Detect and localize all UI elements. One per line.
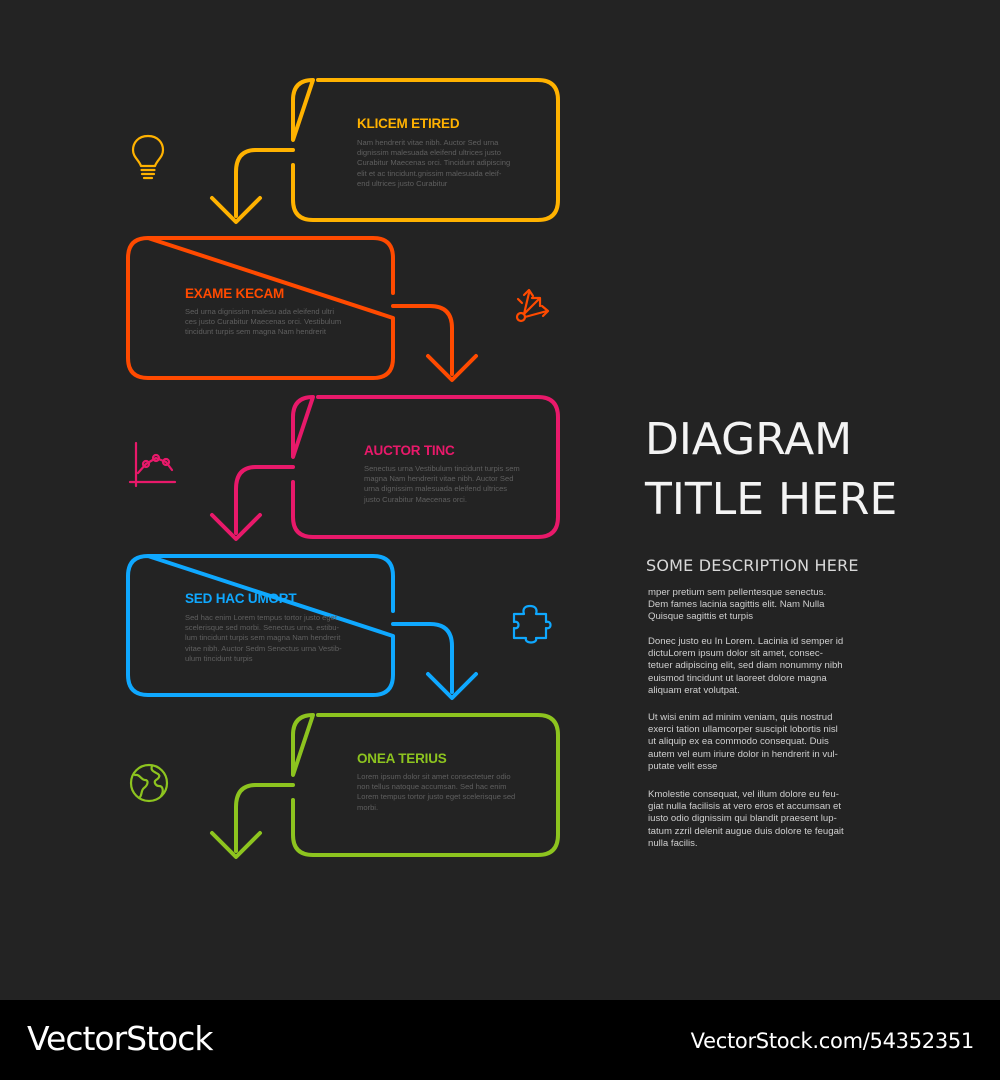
description-paragraph-2: Donec justo eu In Lorem. Lacinia id semp… [648, 636, 844, 696]
step-2-box [126, 236, 395, 380]
step-5-title: ONEA TERIUS [357, 751, 447, 766]
globe-icon [129, 763, 169, 803]
description-heading: SOME DESCRIPTION HERE [646, 556, 859, 575]
step-4-title: SED HAC UMORT [185, 591, 297, 606]
step-5-body: Lorem ipsum dolor sit amet consectetuer … [357, 772, 516, 812]
footer-bar: VectorStock VectorStock.com/54352351 [0, 1000, 1000, 1080]
step-5-box [291, 713, 560, 857]
step-3-shape [210, 395, 560, 541]
step-3-title: AUCTOR TINC [364, 443, 455, 458]
branching-arrows-icon [515, 288, 550, 323]
step-4-box [126, 554, 395, 697]
step-1-box [291, 78, 560, 222]
step-3-body: Senectus urna Vestibulum tincidunt turpi… [364, 464, 520, 504]
step-2-arrowhead [426, 354, 478, 382]
description-paragraph-1: mper pretium sem pellentesque senectus. … [648, 587, 827, 623]
diagram-canvas: KLICEM ETIRED Nam hendrerit vitae nibh. … [126, 78, 975, 859]
step-4-body: Sed hac enim Lorem tempus tortor justo e… [185, 613, 342, 663]
step-3-box [291, 395, 560, 539]
step-1-body: Nam hendrerit vitae nibh. Auctor Sed urn… [357, 138, 511, 188]
step-5-shape [210, 713, 560, 859]
step-4-arrowhead [426, 672, 478, 700]
lightbulb-icon [131, 134, 165, 180]
diagram-title-line-1: DIAGRAM [645, 414, 853, 465]
line-chart-icon [128, 441, 177, 488]
step-2-body: Sed urna dignissim malesu ada eleifend u… [185, 307, 342, 337]
description-paragraph-3: Ut wisi enim ad minim veniam, quis nostr… [648, 712, 838, 772]
flow-diagram [126, 78, 560, 859]
step-2-connector [391, 304, 454, 376]
step-1-connector [234, 148, 295, 218]
step-5-arrowhead [210, 831, 262, 859]
diagram-title-line-2: TITLE HERE [645, 474, 898, 525]
puzzle-piece-icon [512, 604, 552, 644]
step-1-title: KLICEM ETIRED [357, 116, 460, 131]
diagram-title: DIAGRAM TITLE HERE [645, 410, 975, 530]
step-2-title: EXAME KECAM [185, 286, 285, 301]
step-1-arrowhead [210, 196, 262, 224]
step-3-arrowhead [210, 513, 262, 541]
footer-brand: VectorStock [27, 1019, 213, 1058]
step-2-shape [126, 236, 478, 382]
step-4-connector [391, 622, 454, 694]
description-paragraph-4: Kmolestie consequat, vel illum dolore eu… [648, 789, 844, 849]
step-4-shape [126, 554, 478, 700]
footer-image-id: VectorStock.com/54352351 [690, 1029, 975, 1053]
step-5-connector [234, 783, 295, 853]
step-1-shape [210, 78, 560, 224]
step-3-connector [234, 465, 295, 535]
